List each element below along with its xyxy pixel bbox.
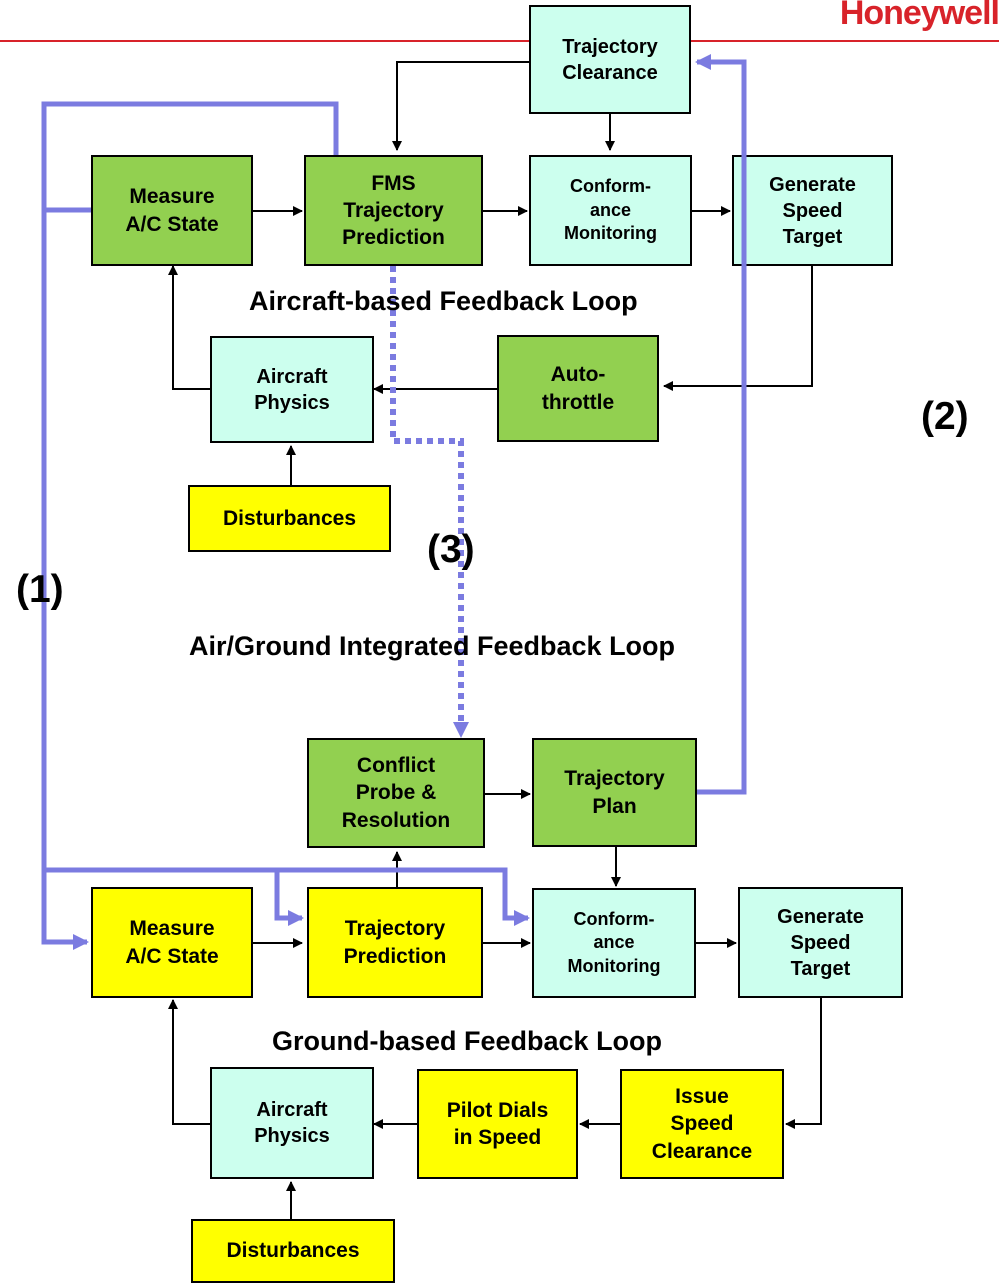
autothrottle-box: Auto- throttle: [497, 335, 659, 442]
loop-1-marker: (1): [16, 568, 64, 611]
header-rule: [0, 40, 999, 42]
loop-3-line: [390, 266, 469, 738]
pilot-dials-box: Pilot Dials in Speed: [417, 1069, 578, 1179]
loop-2-marker: (2): [921, 395, 969, 438]
loop-2-line: [695, 54, 747, 795]
integrated-loop-label: Air/Ground Integrated Feedback Loop: [189, 631, 676, 661]
loop-1-branch: [44, 867, 304, 926]
measure-state-box-ground: Measure A/C State: [91, 887, 253, 998]
aircraft-physics-box-ground: Aircraft Physics: [210, 1067, 374, 1179]
conformance-monitoring-box: Conform- ance Monitoring: [529, 155, 692, 266]
conformance-monitoring-box-ground: Conform- ance Monitoring: [532, 888, 696, 998]
conflict-probe-box: Conflict Probe & Resolution: [307, 738, 485, 848]
fms-trajectory-prediction-box: FMS Trajectory Prediction: [304, 155, 483, 266]
trajectory-clearance-box: Trajectory Clearance: [529, 5, 691, 114]
generate-speed-target-box: Generate Speed Target: [732, 155, 893, 266]
ground-loop-label: Ground-based Feedback Loop: [272, 1026, 663, 1056]
arrow-physics-to-measure-bottom: [168, 999, 210, 1125]
trajectory-plan-box: Trajectory Plan: [532, 738, 697, 847]
arrow-clearance-to-fms: [392, 61, 529, 151]
measure-state-box: Measure A/C State: [91, 155, 253, 266]
loop-3-marker: (3): [427, 528, 475, 571]
arrow-speed-to-autothrottle: [663, 266, 813, 391]
aircraft-physics-box: Aircraft Physics: [210, 336, 374, 443]
disturbances-box: Disturbances: [188, 485, 391, 552]
trajectory-prediction-box: Trajectory Prediction: [307, 887, 483, 998]
loop-1-branch-conformance: [277, 867, 530, 926]
aircraft-loop-label: Aircraft-based Feedback Loop: [249, 286, 638, 316]
generate-speed-target-box-ground: Generate Speed Target: [738, 887, 903, 998]
disturbances-box-ground: Disturbances: [191, 1219, 395, 1283]
loop-1-line: [41, 101, 339, 950]
arrow-physics-to-measure: [168, 265, 210, 390]
honeywell-logo: Honeywell: [839, 0, 999, 32]
issue-speed-clearance-box: Issue Speed Clearance: [620, 1069, 784, 1179]
arrow-speed-to-issue: [785, 998, 822, 1129]
